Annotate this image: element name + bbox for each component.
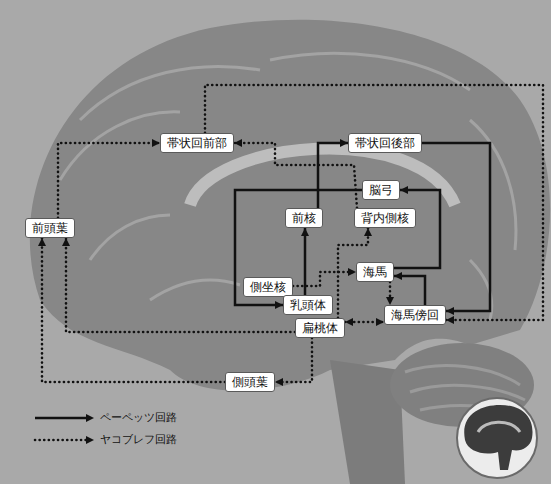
dotted-connector xyxy=(293,272,356,286)
dotted-connector xyxy=(275,338,312,382)
region-label: 海馬傍回 xyxy=(385,307,445,323)
gyri xyxy=(60,53,516,320)
icon-circle xyxy=(457,398,537,478)
region-label: 帯状回後部 xyxy=(349,135,421,151)
legend-sample-solid xyxy=(35,417,86,420)
region-label: 乳頭体 xyxy=(284,297,332,313)
dotted-connector xyxy=(58,143,160,218)
dotted-connector xyxy=(66,238,295,332)
region-box: 乳頭体 xyxy=(283,295,333,315)
region-label: 脳弓 xyxy=(363,182,399,198)
region-box: 海馬 xyxy=(356,262,394,282)
region-label: 前頭葉 xyxy=(26,220,74,236)
region-label: 側坐核 xyxy=(244,279,292,295)
region-label: 前核 xyxy=(286,210,322,226)
region-label: 扁桃体 xyxy=(296,320,344,336)
region-box: 側坐核 xyxy=(243,277,293,297)
dotted-connector xyxy=(345,321,384,324)
corpus-callosum xyxy=(190,149,455,205)
legend-label: ペーペッツ回路 xyxy=(100,411,177,425)
brain-outline xyxy=(30,20,550,391)
solid-connector xyxy=(235,190,362,305)
region-label: 帯状回前部 xyxy=(161,135,233,151)
icon-callosum xyxy=(478,422,520,432)
legend-arrowhead xyxy=(86,436,94,444)
region-box: 前核 xyxy=(285,208,323,228)
region-box: 帯状回後部 xyxy=(348,133,422,153)
legend-arrowhead xyxy=(86,414,94,422)
dotted-connector xyxy=(42,238,225,382)
dotted-connector xyxy=(234,143,357,208)
solid-connector xyxy=(318,143,348,208)
dotted-connector xyxy=(389,282,392,305)
region-box: 脳弓 xyxy=(362,180,400,200)
region-label: 側頭葉 xyxy=(226,374,274,390)
region-box: 帯状回前部 xyxy=(160,133,234,153)
region-box: 背内側核 xyxy=(354,208,416,228)
region-box: 扁桃体 xyxy=(295,318,345,338)
region-label: 背内側核 xyxy=(355,210,415,226)
icon-brain xyxy=(464,405,532,470)
solid-connector xyxy=(304,228,307,295)
legend-sample-dotted xyxy=(35,439,86,442)
legend-label: ヤコブレフ回路 xyxy=(100,433,177,447)
region-box: 側頭葉 xyxy=(225,372,275,392)
region-label: 海馬 xyxy=(357,264,393,280)
solid-connector xyxy=(394,276,425,305)
dotted-connector xyxy=(205,85,543,320)
solid-connector xyxy=(422,143,490,311)
region-box: 海馬傍回 xyxy=(384,305,446,325)
solid-connector xyxy=(394,190,440,268)
region-box: 前頭葉 xyxy=(25,218,75,238)
